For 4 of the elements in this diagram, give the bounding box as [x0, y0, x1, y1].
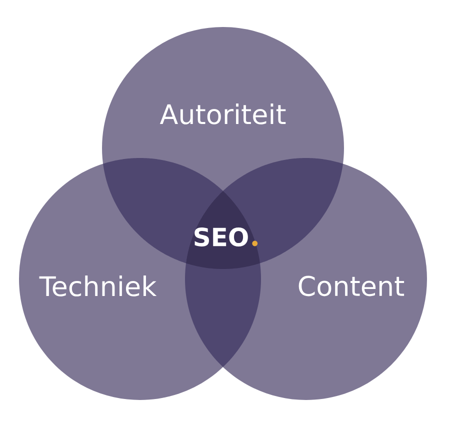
circle-label: Content: [298, 276, 404, 296]
circle-label: Autoriteit: [160, 104, 286, 124]
center-label: SEO: [194, 228, 248, 246]
circle-label: Techniek: [39, 276, 157, 296]
